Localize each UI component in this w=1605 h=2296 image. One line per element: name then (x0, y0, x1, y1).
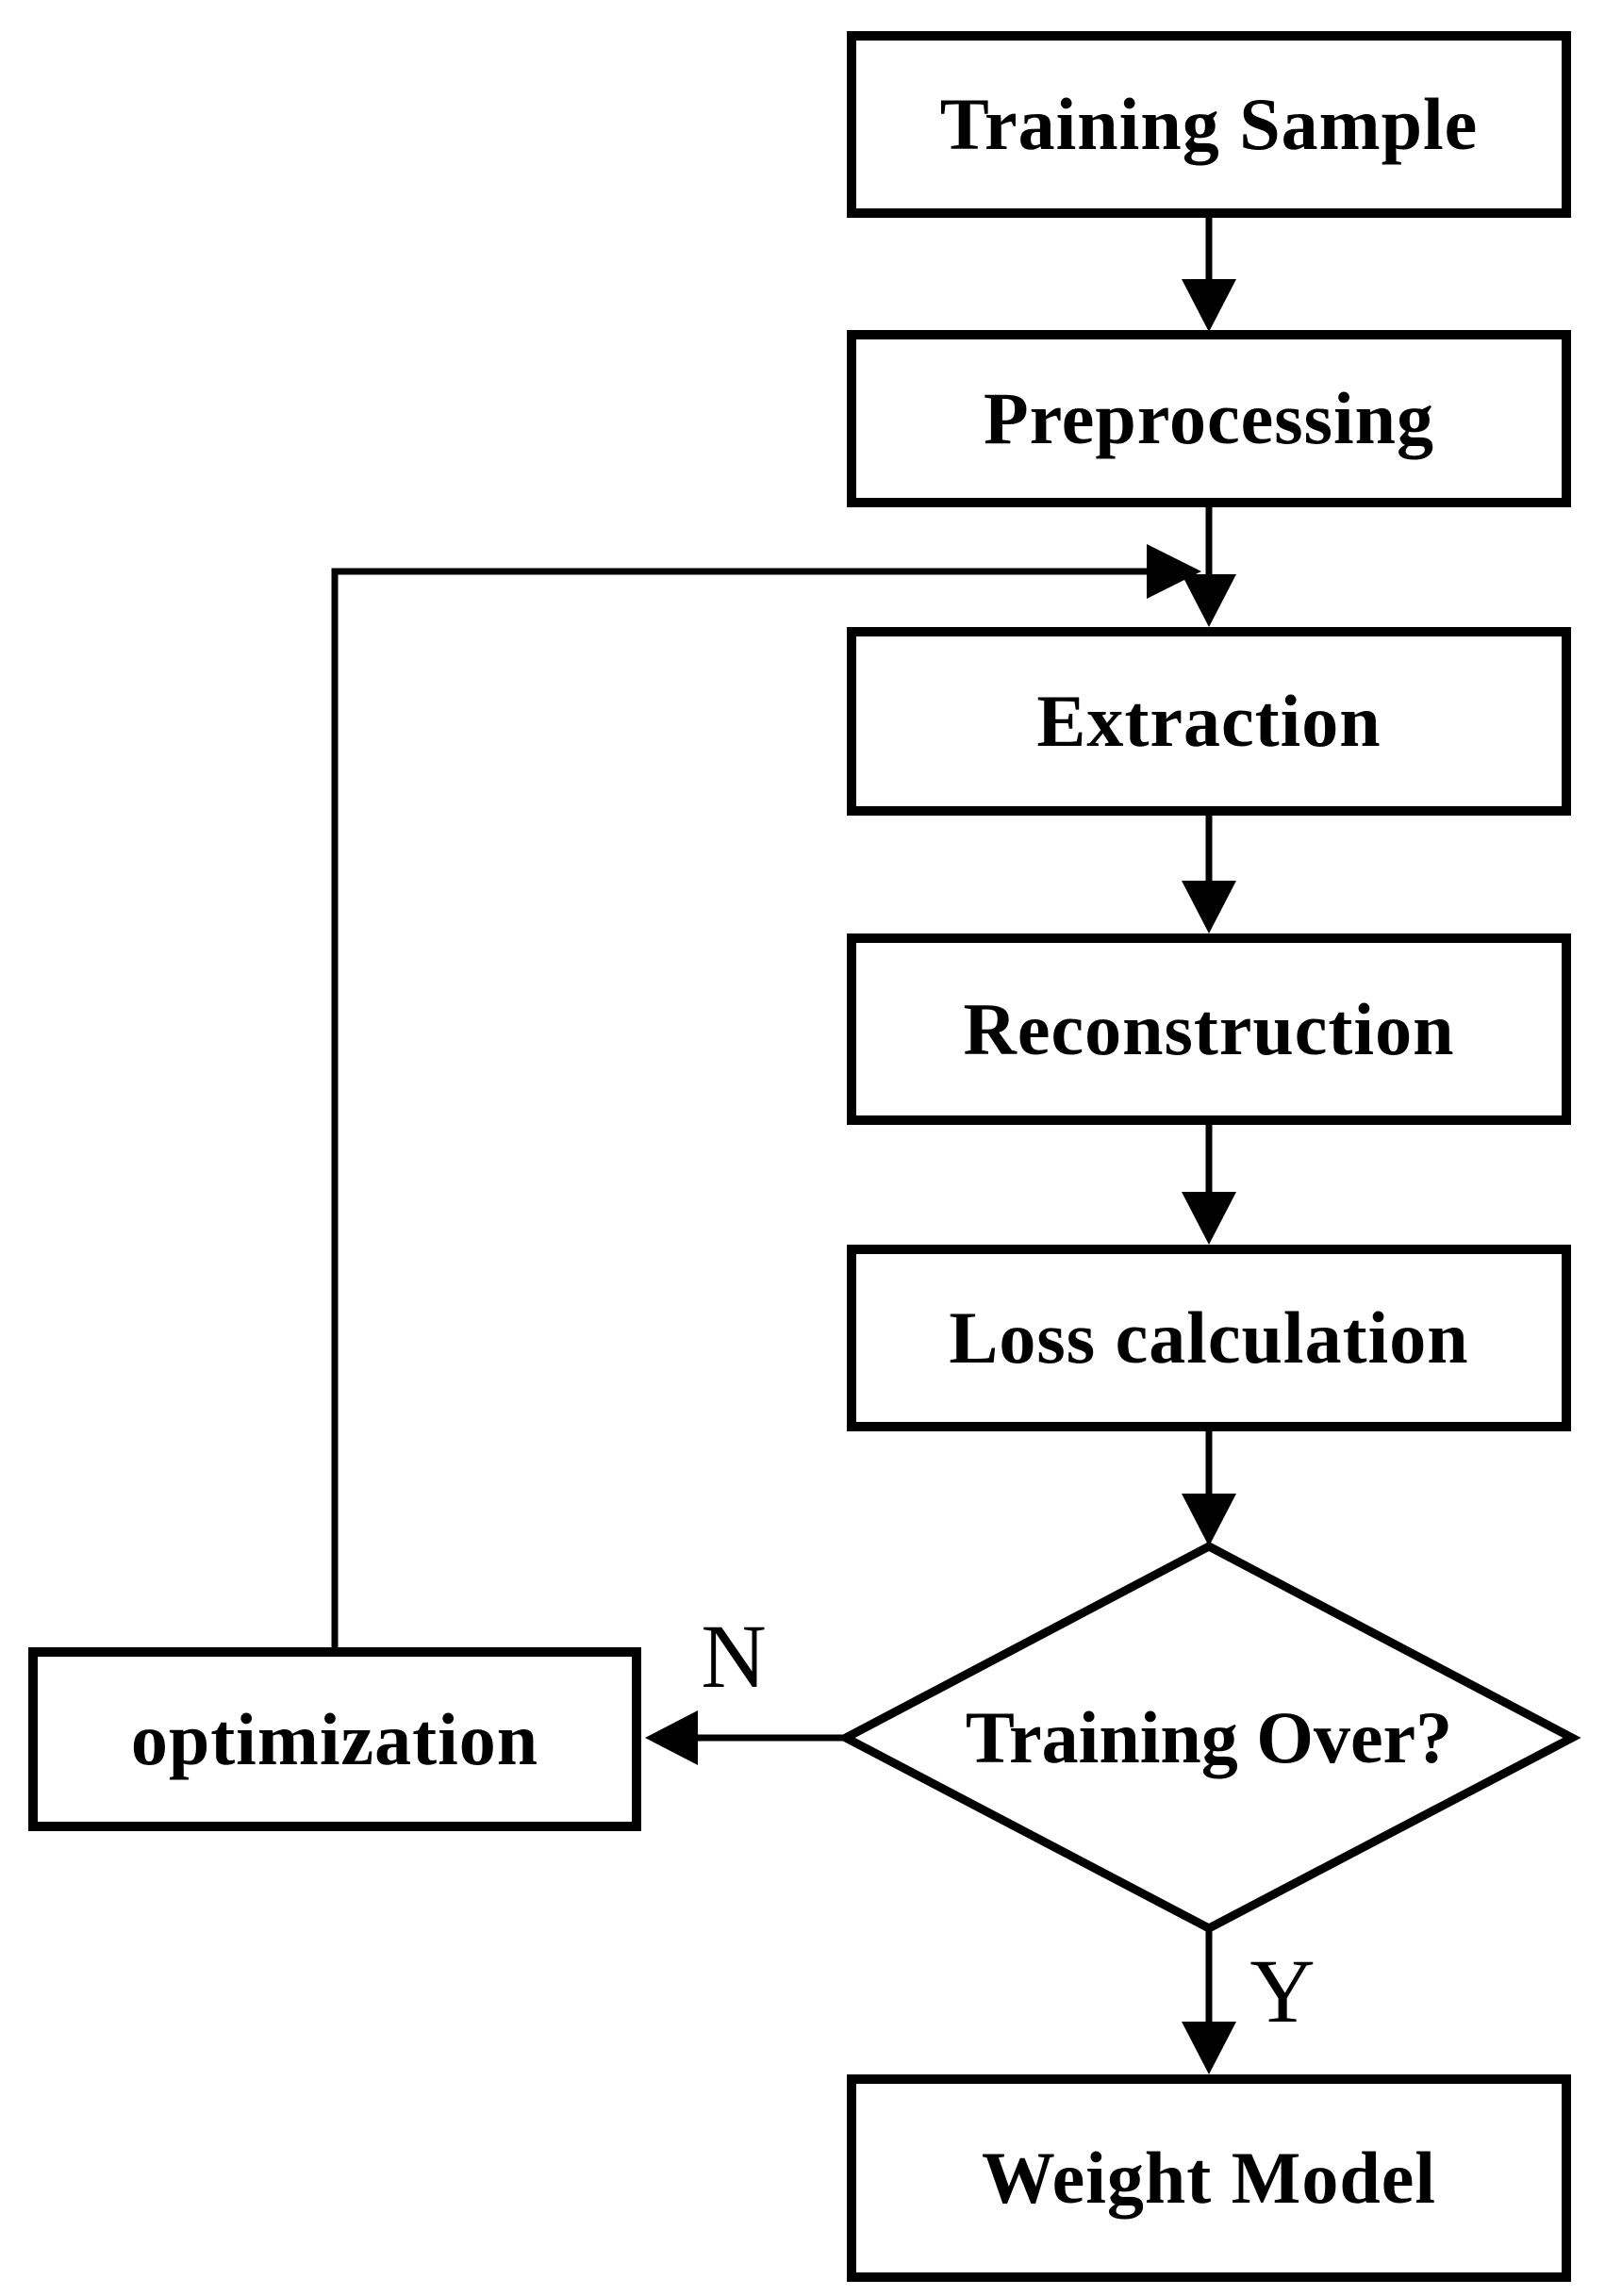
arrowhead-to-loss (1182, 1192, 1236, 1245)
node-optimization: optimization (28, 1647, 641, 1831)
arrowhead-to-weight-model (1182, 2022, 1236, 2074)
node-reconstruction-label: Reconstruction (963, 987, 1455, 1070)
node-training-sample: Training Sample (847, 31, 1571, 218)
node-loss-calculation-label: Loss calculation (949, 1297, 1469, 1379)
node-extraction: Extraction (847, 627, 1571, 816)
node-training-sample-label: Training Sample (939, 83, 1479, 165)
arrowhead-feedback-right (1147, 544, 1201, 599)
node-optimization-label: optimization (130, 1697, 539, 1780)
arrowhead-to-reconstruction (1182, 881, 1236, 933)
arrowhead-to-extraction (1182, 574, 1236, 627)
node-weight-model-label: Weight Model (981, 2137, 1437, 2219)
arrowhead-to-optimization (645, 1710, 698, 1765)
node-loss-calculation: Loss calculation (847, 1245, 1571, 1431)
arrowhead-to-decision (1182, 1494, 1236, 1546)
node-preprocessing-label: Preprocessing (983, 377, 1435, 459)
branch-label-yes: Y (1249, 1941, 1315, 2041)
node-training-over-label: Training Over? (965, 1696, 1453, 1778)
edge-optimization-to-extraction (331, 568, 1147, 1647)
node-extraction-label: Extraction (1036, 680, 1382, 762)
node-weight-model: Weight Model (847, 2074, 1571, 2282)
branch-label-no: N (701, 1606, 767, 1707)
node-reconstruction: Reconstruction (847, 933, 1571, 1125)
arrowhead-to-preprocessing (1182, 279, 1236, 332)
node-preprocessing: Preprocessing (847, 330, 1571, 507)
